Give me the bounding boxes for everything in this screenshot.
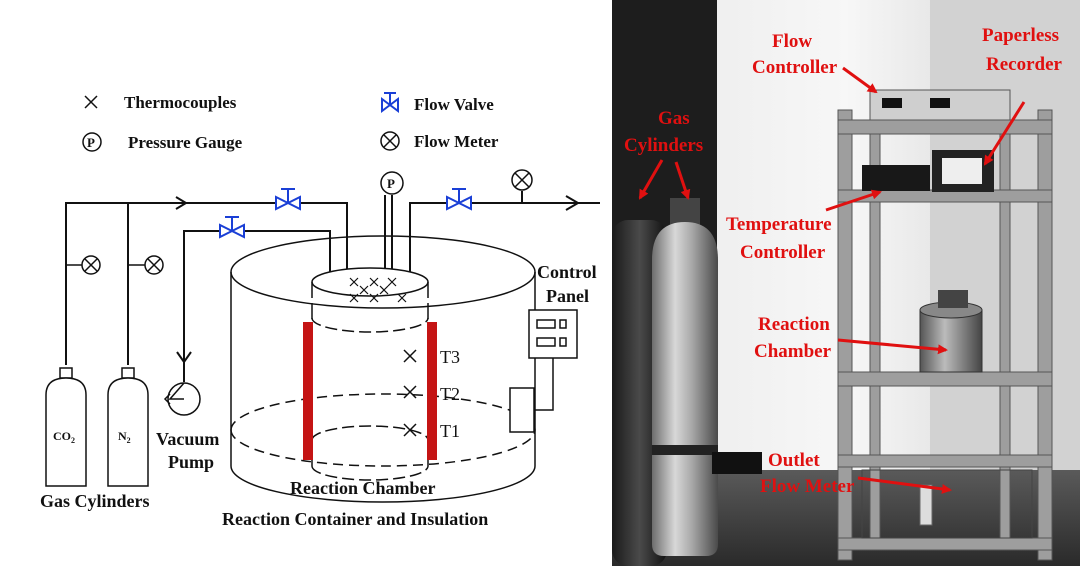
outlet-arrow (565, 195, 580, 211)
reaction-container (230, 235, 536, 503)
photo-label-gas-1: Gas (658, 108, 690, 129)
apparatus-photo: Flow Controller Paperless Recorder Gas C… (612, 0, 1080, 566)
outlet-line (409, 202, 600, 280)
right-heater (427, 322, 437, 460)
legend-flow-valve-label: Flow Valve (414, 95, 494, 114)
vacuum-line (183, 230, 331, 362)
arrow-gas-cylinders-2 (674, 161, 691, 200)
vacuum-flow-valve-icon (219, 216, 245, 239)
photo-label-reaction-2: Chamber (754, 341, 832, 362)
outlet-flow-meter-icon (511, 169, 533, 191)
arrow-paperless-recorder (983, 101, 1026, 166)
legend (82, 92, 400, 152)
main-gas-line (65, 202, 348, 365)
vacuum-label-line2: Pump (168, 452, 214, 472)
n2-cylinder (107, 367, 149, 487)
reaction-chamber (311, 267, 429, 481)
photo-outlet-flow-meter (919, 484, 933, 526)
control-panel-label-2: Panel (546, 286, 589, 306)
reaction-chamber-label: Reaction Chamber (290, 478, 435, 498)
container-label: Reaction Container and Insulation (222, 509, 488, 529)
co2-cylinder (45, 367, 87, 487)
gas-cylinders-label: Gas Cylinders (40, 491, 150, 511)
arrow-gas-cylinders-1 (638, 159, 664, 200)
top-thermocouples (349, 277, 407, 303)
t3-label: T3 (440, 347, 460, 367)
outlet-flow-valve-icon (446, 188, 472, 211)
vacuum-pump-icon (163, 382, 201, 416)
photo-label-reaction-1: Reaction (758, 314, 830, 335)
co2-flow-meter-icon (66, 255, 101, 275)
photo-label-outlet-1: Outlet (768, 450, 820, 471)
flow-arrow-1 (175, 196, 188, 210)
left-heater (303, 322, 313, 460)
arrow-reaction-chamber (837, 338, 948, 355)
photo-temperature-controller (862, 165, 930, 191)
photo-label-temp-2: Controller (740, 242, 826, 263)
photo-label-gas-2: Cylinders (624, 135, 703, 156)
co2-label: CO2 (53, 429, 75, 445)
photo-rack (837, 109, 1053, 561)
pressure-gauge-legend-icon (82, 132, 102, 152)
thermocouple-legend-icon (84, 95, 98, 109)
pressure-gauge-symbol: P (387, 176, 395, 191)
photo-label-outlet-2: Flow Meter (760, 476, 855, 497)
legend-pressure-symbol: P (87, 135, 95, 150)
t1-label: T1 (440, 421, 460, 441)
control-panel-label-1: Control (537, 262, 597, 282)
schematic-panel (45, 92, 600, 503)
photo-reaction-chamber (919, 290, 983, 373)
control-panel (509, 309, 578, 433)
legend-pressure-label: Pressure Gauge (128, 133, 243, 152)
arrow-outlet-flow-meter (857, 476, 952, 494)
main-flow-valve-icon (275, 188, 301, 211)
photo-label-paperless-1: Paperless (982, 25, 1059, 46)
photo-label-flow-2: Controller (752, 57, 838, 78)
t2-label: T2 (440, 384, 460, 404)
vacuum-label-line1: Vacuum (156, 429, 219, 449)
arrow-temperature-controller (825, 189, 882, 212)
photo-label-paperless-2: Recorder (986, 54, 1063, 75)
pressure-gauge-icon (380, 171, 404, 195)
photo-gas-cylinder (652, 198, 762, 556)
legend-flow-meter-label: Flow Meter (414, 132, 499, 151)
flow-meter-legend-icon (380, 131, 400, 151)
n2-flow-meter-icon (128, 255, 164, 275)
side-thermocouples (403, 349, 417, 437)
legend-thermocouples-label: Thermocouples (124, 93, 237, 112)
arrow-flow-controller (842, 66, 878, 94)
flow-valve-legend-icon (381, 92, 399, 113)
n2-label: N2 (118, 429, 131, 445)
photo-label-temp-1: Temperature (726, 214, 832, 235)
photo-label-flow-1: Flow (772, 31, 812, 52)
